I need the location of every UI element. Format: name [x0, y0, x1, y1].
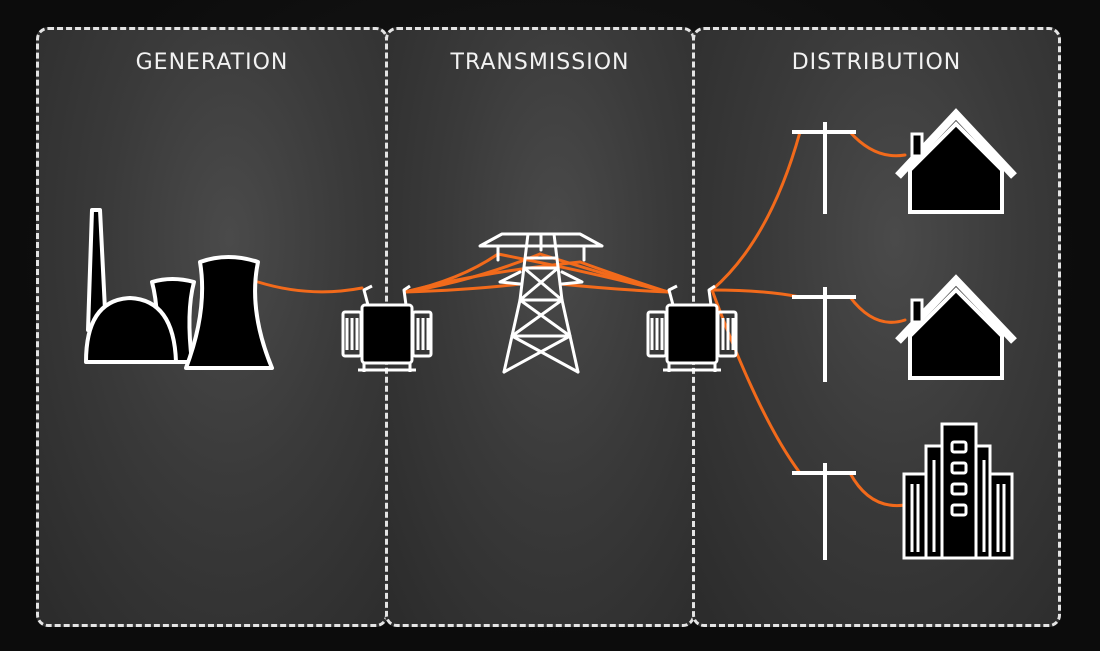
wire-pole-building: [848, 471, 907, 508]
power-wires: [256, 130, 907, 508]
utility-pole-icon: [792, 122, 856, 214]
transmission-tower-icon: [478, 232, 604, 374]
utility-pole-icon: [792, 287, 856, 382]
wire-transformer-tower-4: [403, 282, 522, 294]
wire-tower-transformer-4: [558, 282, 670, 294]
distribution-label: DISTRIBUTION: [791, 50, 962, 75]
utility-pole-icon: [792, 463, 856, 560]
office-building-icon: [902, 422, 1014, 560]
wire-transformer-pole-3: [710, 288, 802, 475]
wire-transformer-pole-1: [710, 130, 802, 292]
wire-tower-transformer-3: [578, 260, 670, 294]
generation-label: GENERATION: [135, 50, 289, 75]
transformer-icon: [341, 284, 433, 372]
house-icon: [895, 108, 1017, 214]
transformer-icon: [646, 284, 738, 372]
wire-plant-transformer: [256, 280, 364, 294]
wire-pole-house-2: [848, 295, 907, 324]
transmission-label: TRANSMISSION: [450, 50, 630, 75]
wire-transformer-pole-2: [710, 288, 802, 299]
wire-pole-house-1: [848, 130, 907, 158]
power-plant-icon: [84, 208, 274, 370]
transmission-panel: [385, 27, 695, 627]
house-icon: [895, 274, 1017, 380]
